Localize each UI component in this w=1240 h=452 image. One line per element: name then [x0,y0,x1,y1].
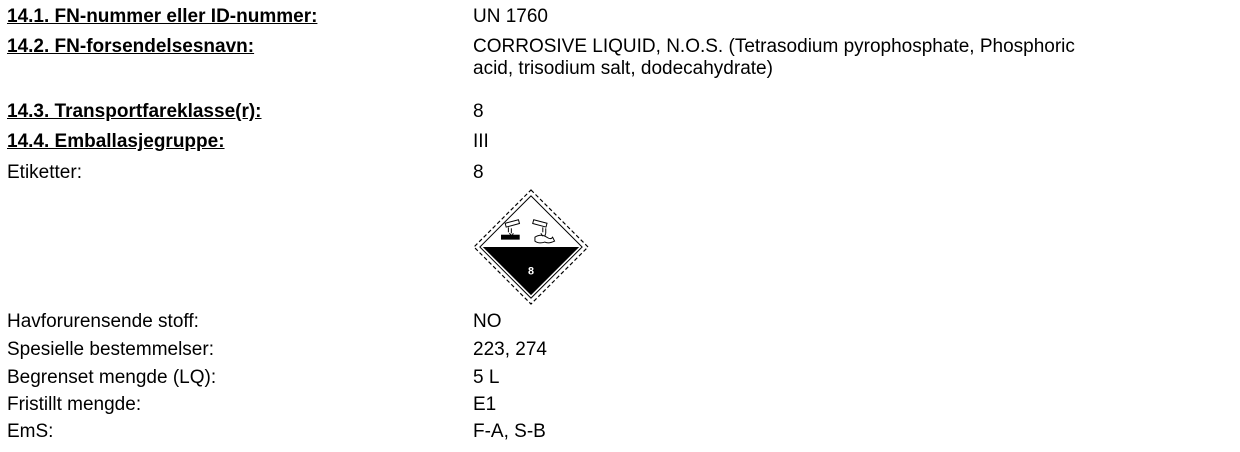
hazard-class-label: 14.3. Transportfareklasse(r): [7,101,262,122]
shipping-name-label: 14.2. FN-forsendelsesnavn: [7,36,255,57]
special-provisions-label: Spesielle bestemmelser: [7,339,214,360]
excepted-quantity-value: E1 [473,394,497,415]
shipping-name-line-2: acid, trisodium salt, dodecahydrate) [473,58,773,79]
marine-pollutant-row: Havforurensende stoff: NO [7,311,1232,333]
labels-label: Etiketter: [7,162,82,183]
packing-group-row: 14.4. Emballasjegruppe: III [7,131,1232,153]
corrosion-pictogram [501,219,556,244]
limited-quantity-value: 5 L [473,367,500,388]
shipping-name-row: 14.2. FN-forsendelsesnavn: CORROSIVE LIQ… [7,36,1232,80]
marine-pollutant-value: NO [473,311,502,332]
labels-value: 8 [473,162,484,183]
excepted-quantity-row: Fristillt mengde: E1 [7,394,1232,416]
limited-quantity-row: Begrenset mengde (LQ): 5 L [7,367,1232,389]
marine-pollutant-label: Havforurensende stoff: [7,311,199,332]
hazard-class-row: 14.3. Transportfareklasse(r): 8 [7,101,1232,123]
ems-label: EmS: [7,421,54,442]
special-provisions-value: 223, 274 [473,339,547,360]
hazard-class-value: 8 [473,101,484,122]
un-number-value: UN 1760 [473,6,548,27]
packing-group-value: III [473,131,489,152]
ems-value: F-A, S-B [473,421,546,442]
un-number-row: 14.1. FN-nummer eller ID-nummer: UN 1760 [7,6,1232,28]
un-number-label: 14.1. FN-nummer eller ID-nummer: [7,6,318,27]
placard-class-number: 8 [528,266,534,278]
excepted-quantity-label: Fristillt mengde: [7,394,142,415]
labels-row: Etiketter: 8 [7,162,1232,184]
packing-group-label: 14.4. Emballasjegruppe: [7,131,225,152]
placard-black-half [482,247,580,296]
limited-quantity-label: Begrenset mengde (LQ): [7,367,217,388]
ems-row: EmS: F-A, S-B [7,421,1232,443]
shipping-name-line-1: CORROSIVE LIQUID, N.O.S. (Tetrasodium py… [473,36,1075,57]
shipping-name-value: CORROSIVE LIQUID, N.O.S. (Tetrasodium py… [473,36,1232,80]
special-provisions-row: Spesielle bestemmelser: 223, 274 [7,339,1232,361]
corrosive-hazard-diamond-icon: 8 [473,189,589,305]
